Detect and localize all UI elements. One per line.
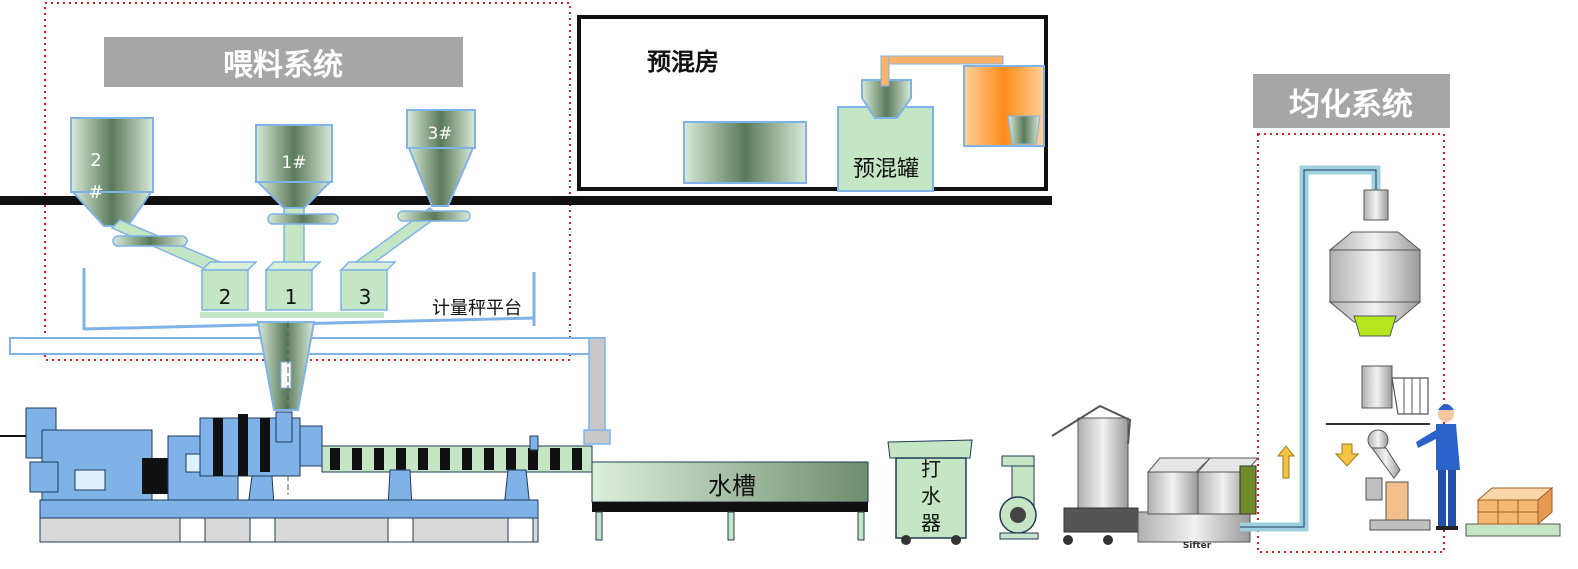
down-arrow-icon <box>1334 443 1360 467</box>
premix-tank-cone <box>861 79 912 119</box>
scale-2-label: 2 <box>219 285 232 309</box>
orange-pipe-vertical <box>880 55 890 87</box>
pelletizer <box>887 439 973 545</box>
water-tank-label: 水槽 <box>708 472 756 500</box>
barrel-heaters <box>330 448 582 470</box>
homogenizer-silo <box>1328 189 1422 337</box>
centrifuge-dryer <box>1051 404 1139 545</box>
scale-2: 2 <box>200 261 258 311</box>
scale-1-label: 1 <box>285 285 298 309</box>
hopper-2-label-top: 2 <box>90 150 101 171</box>
beam-post <box>588 337 606 439</box>
premix-tank-label: 预混罐 <box>853 157 919 182</box>
feeding-system-boundary <box>44 2 571 361</box>
water-tank <box>591 461 869 541</box>
extruder <box>0 407 593 543</box>
premix-room-title: 预混房 <box>647 48 719 76</box>
homogenizing-title-bg <box>1253 74 1450 128</box>
scale-1: 1 <box>264 261 322 311</box>
hopper-3: 3# <box>354 109 476 271</box>
orange-pipe-horizontal <box>880 55 1004 65</box>
hopper-2-label-bottom: # <box>88 182 103 203</box>
pelletizer-char-1: 打 <box>921 457 941 481</box>
premix-tank <box>837 106 934 192</box>
beam-post-foot <box>583 429 611 445</box>
sifter-label: Sifter <box>1183 541 1212 551</box>
transport-pipe-outline <box>1240 169 1377 528</box>
homogenizing-title: 均化系统 <box>1289 87 1413 123</box>
hopper-3-label: 3# <box>427 124 452 144</box>
feeding-system-title: 喂料系统 <box>223 48 343 83</box>
packing-station <box>1326 365 1431 531</box>
scale-3: 3 <box>339 261 397 311</box>
up-arrow-icon <box>1276 445 1296 479</box>
feeding-system-title-bg <box>104 37 463 87</box>
hopper-1-label: 1# <box>281 153 306 173</box>
pelletizer-char-2: 水 <box>921 484 941 508</box>
scale-3-label: 3 <box>359 285 372 309</box>
premix-mixer <box>683 121 807 184</box>
floor-line <box>0 196 1052 205</box>
pelletizer-char-3: 器 <box>921 511 941 535</box>
homogenizing-boundary <box>1257 133 1445 553</box>
boxes-icon <box>1465 486 1561 537</box>
operator-icon <box>1416 404 1460 530</box>
hopper-2: 2 # <box>70 117 222 273</box>
scale-platform-label: 计量秤平台 <box>432 298 522 319</box>
feed-funnel-window <box>280 361 292 389</box>
orange-vessel-cone <box>1007 115 1041 145</box>
hopper-1: 1# <box>255 124 339 271</box>
transport-pipe <box>1240 165 1381 532</box>
blower <box>999 455 1039 540</box>
